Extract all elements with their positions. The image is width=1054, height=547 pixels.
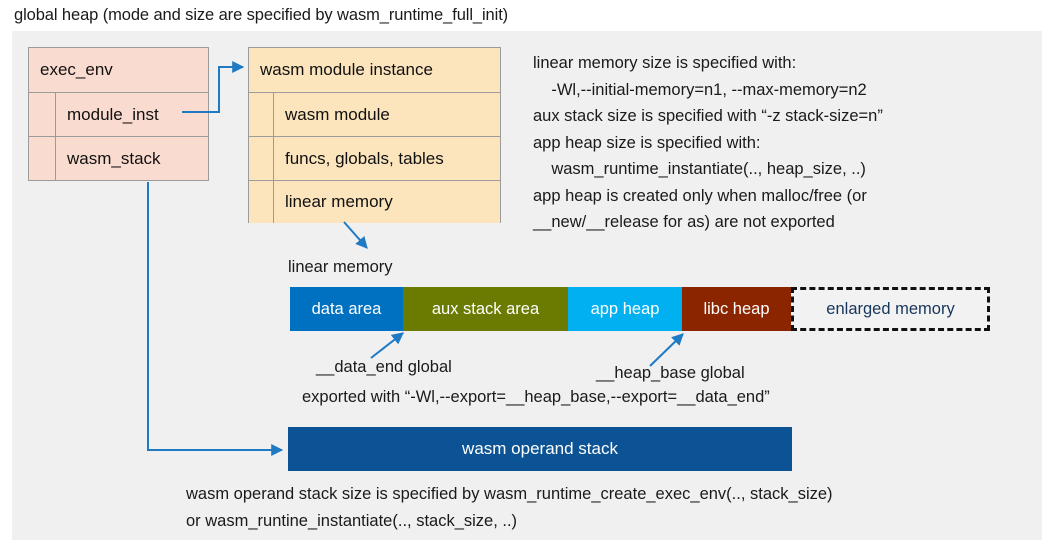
module-instance-row-funcs-globals-tables: funcs, globals, tables [249,136,500,180]
exec-env-header-label: exec_env [40,60,113,79]
annotation-data-end: __data_end global [316,358,452,376]
module-instance-row-linear-memory: linear memory [249,180,500,223]
exec-env-indent-gutter-2 [29,137,56,180]
annotation-exported-with: exported with “-Wl,--export=__heap_base,… [302,388,770,406]
module-instance-row-wasm-module: wasm module [249,92,500,136]
exec-env-box: exec_env module_inst wasm_stack [28,47,209,181]
exec-env-row-wasm-stack: wasm_stack [29,136,208,180]
exec-env-row-module-inst: module_inst [29,92,208,136]
module-instance-header-label: wasm module instance [260,60,433,79]
wasm-operand-stack-box: wasm operand stack [288,427,792,471]
module-instance-header-row: wasm module instance [249,48,500,92]
module-instance-indent-gutter-2 [249,137,274,180]
linear-memory-bar: data area aux stack area app heap libc h… [290,287,990,331]
module-instance-row-label-funcs-globals-tables: funcs, globals, tables [285,148,444,168]
module-instance-indent-gutter-3 [249,181,274,223]
module-instance-row-label-wasm-module: wasm module [285,104,390,124]
memory-segment-data-area: data area [290,287,403,331]
memory-segment-enlarged-memory: enlarged memory [791,287,990,331]
exec-env-row-label-wasm-stack: wasm_stack [67,148,161,168]
linear-memory-caption: linear memory [288,258,393,276]
operand-stack-note: wasm operand stack size is specified by … [186,485,833,530]
annotation-heap-base: __heap_base global [596,364,745,382]
memory-segment-libc-heap: libc heap [682,287,791,331]
memory-segment-aux-stack-area: aux stack area [403,287,568,331]
exec-env-row-label-module-inst: module_inst [67,104,159,124]
memory-segment-app-heap: app heap [568,287,682,331]
wasm-module-instance-box: wasm module instance wasm module funcs, … [248,47,501,223]
module-instance-row-label-linear-memory: linear memory [285,192,393,211]
exec-env-indent-gutter [29,93,56,136]
module-instance-indent-gutter [249,93,274,136]
linear-memory-notes: linear memory size is specified with: -W… [533,54,883,231]
diagram-title: global heap (mode and size are specified… [14,6,509,24]
exec-env-header-row: exec_env [29,48,208,92]
